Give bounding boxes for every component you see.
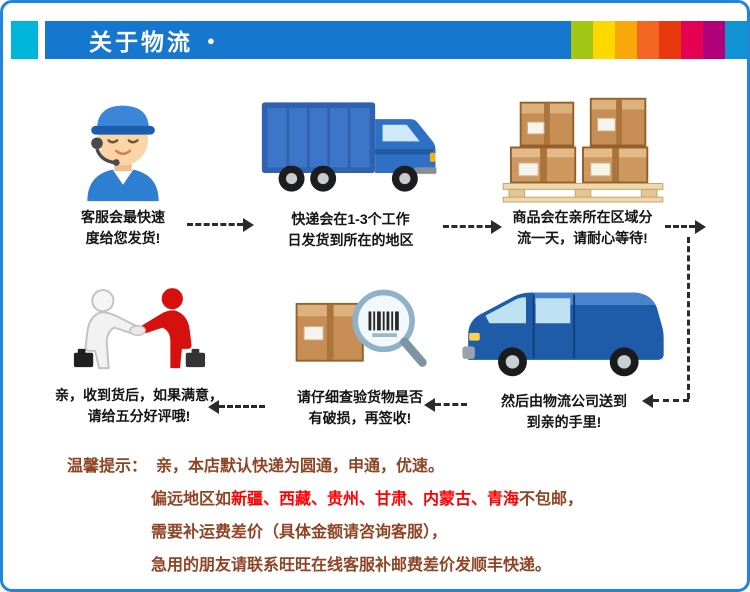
delivery-van-icon: [462, 292, 664, 377]
delivery-truck-icon: [261, 102, 436, 192]
notice-line-1: 温馨提示： 亲，本店默认快递为圆通，申通，优速。: [67, 450, 732, 483]
page-title: 关于物流: [89, 29, 193, 55]
notice-line2-highlight: 新疆、西藏、贵州、甘肃、内蒙古、青海: [231, 491, 520, 508]
color-tile: [681, 21, 703, 59]
flow-arrow-left-3: [208, 400, 265, 414]
flow-connector-down: [687, 237, 690, 399]
header-bar: 关于物流 ●: [45, 21, 747, 59]
flow-arrow-right-1: [187, 218, 254, 232]
handshake-icon: [73, 288, 205, 370]
flow-step-regional-sorting: 商品会在亲所在区域分 流一天，请耐心等待!: [495, 91, 670, 246]
color-tile: [659, 21, 681, 59]
package-inspection-icon: [295, 289, 427, 367]
step-label: 快递会在1-3个工作 日发货到所在的地区: [287, 211, 414, 248]
color-tile: [571, 21, 593, 59]
shipping-notice: 温馨提示： 亲，本店默认快递为圆通，申通，优速。 偏远地区如新疆、西藏、贵州、甘肃…: [67, 450, 732, 582]
color-tile: [703, 21, 725, 59]
step-label: 请仔细查验货物是否 有破损，再签收!: [297, 389, 423, 426]
notice-line3-text: 需要补运费差价（具体金额请咨询客服），: [151, 524, 448, 541]
step-label: 商品会在亲所在区域分 流一天，请耐心等待!: [512, 209, 653, 246]
flow-step-last-mile-delivery: 然后由物流公司送到 到亲的手里!: [455, 279, 673, 430]
flow-step-shipping: 快递会在1-3个工作 日发货到所在的地区: [253, 95, 448, 248]
notice-line-3: 需要补运费差价（具体金额请咨询客服），: [67, 516, 732, 549]
notice-line-4: 急用的朋友请联系旺旺在线客服补邮费差价发顺丰快递。: [67, 549, 732, 582]
flow-arrow-left-2: [424, 398, 467, 412]
flow-arrow-right-2: [443, 220, 502, 234]
color-tile: [615, 21, 637, 59]
customer-service-icon: [87, 105, 159, 202]
notice-line-2: 偏远地区如新疆、西藏、贵州、甘肃、内蒙古、青海不包邮，: [67, 483, 732, 516]
notice-line2-post: 不包邮，: [519, 491, 584, 508]
header-accent-block: [11, 21, 38, 59]
notice-prefix: 温馨提示：: [67, 458, 148, 475]
rainbow-tiles: [571, 21, 747, 59]
parcel-pallet-icon: [502, 97, 663, 203]
flow-step-customer-service: 客服会最快速 度给您发货!: [58, 97, 188, 246]
flow-step-five-star-review: 亲，收到货后，如果满意， 请给五分好评哦!: [53, 283, 225, 424]
step-label: 亲，收到货后，如果满意， 请给五分好评哦!: [55, 387, 223, 424]
flow-step-inspect-goods: 请仔细查验货物是否 有破损，再签收!: [285, 281, 435, 426]
notice-line1-text: 亲，本店默认快递为圆通，申通，优速。: [156, 458, 445, 475]
title-bullet-icon: ●: [207, 32, 215, 48]
step-label: 然后由物流公司送到 到亲的手里!: [501, 393, 627, 430]
color-tile: [637, 21, 659, 59]
flow-arrow-left-1: [642, 394, 689, 408]
flow-arrow-right-3: [665, 220, 706, 234]
color-tile: [725, 21, 747, 59]
step-label: 客服会最快速 度给您发货!: [81, 209, 165, 246]
notice-line4-text: 急用的朋友请联系旺旺在线客服补邮费差价发顺丰快递。: [151, 557, 552, 574]
color-tile: [593, 21, 615, 59]
notice-line2-pre: 偏远地区如: [151, 491, 232, 508]
